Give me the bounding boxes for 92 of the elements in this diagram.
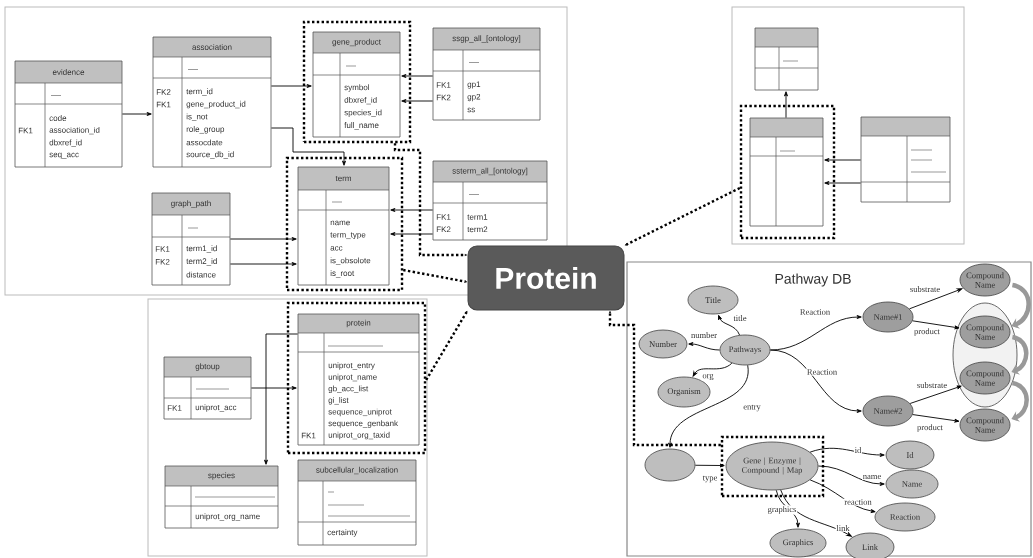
arrow	[401, 74, 434, 78]
database-table: ssterm_all_[ontology] FK1 FK2 term1 term2	[432, 160, 548, 241]
arrow	[780, 489, 852, 537]
arrow	[229, 237, 297, 241]
ellipse-node: Compound Name	[959, 315, 1011, 349]
arrow	[809, 447, 885, 457]
ellipse-node: Gene | Enzyme | Compound | Map	[725, 441, 819, 491]
arrow	[401, 99, 434, 103]
arrow	[390, 232, 434, 236]
highlight-frame	[286, 301, 427, 455]
panel-frame	[147, 298, 428, 557]
arrow	[270, 84, 312, 88]
ellipse-node: Title	[687, 285, 739, 315]
arrow	[688, 342, 721, 351]
ellipse-node: Name#1	[862, 301, 914, 333]
dotted-arrow	[425, 310, 468, 381]
arrow	[264, 333, 299, 465]
database-table	[754, 27, 819, 91]
edge-label: graphics	[766, 505, 798, 515]
edge-label: number	[690, 331, 718, 339]
database-table: ssgp_all_[ontology] FK1 FK2 gp1 gp2 ss	[432, 27, 541, 121]
dotted-arrow	[403, 268, 468, 283]
arrow	[775, 489, 800, 528]
database-table: protein FK1 uniprot_entry uniprot_name gb_acc_list gi_list sequence_uniprot sequence_genbank uniprot_org_taxid	[297, 313, 420, 446]
arrow	[769, 349, 862, 413]
arrow	[912, 320, 960, 330]
database-table: gbtoup FK1 uniprot_acc	[163, 356, 252, 420]
edge-label: name	[862, 474, 882, 480]
arrow	[909, 385, 962, 404]
highlight-frame	[739, 104, 836, 240]
arrow	[668, 364, 749, 448]
dotted-arrow	[624, 186, 741, 246]
ellipse-node	[644, 448, 696, 482]
edge-label: reaction	[843, 498, 873, 506]
protein-box: Protein	[467, 245, 625, 311]
edge-label: substrate	[916, 381, 948, 389]
highlight-frame	[720, 435, 825, 498]
curved-arrow	[1011, 380, 1029, 422]
arrow	[824, 181, 862, 185]
ellipse-node: Compound Name	[959, 408, 1011, 442]
arrow	[809, 479, 876, 513]
panel-frame	[731, 6, 965, 245]
edge-label: substrate	[909, 285, 941, 293]
highlight-frame	[302, 20, 412, 144]
database-table: gene_product symbol dbxref_id species_id full_name	[312, 31, 401, 138]
ellipse-node: Name#2	[862, 395, 914, 427]
arrow	[817, 465, 885, 486]
database-table: association FK2 FK1 term_id gene_product_id is_not role_group assocdate source_db_id	[152, 36, 272, 168]
edge-label: product	[913, 327, 941, 337]
ellipse-node: Pathways	[719, 334, 771, 366]
dotted-arrow	[393, 143, 468, 257]
database-table	[749, 117, 824, 227]
database-table: graph_path FK1 FK2 term1_id term2_id distance	[151, 192, 231, 286]
ellipse-node: Compound Name	[959, 263, 1011, 297]
edge-label: Reaction	[806, 368, 838, 376]
curved-arrow	[1011, 282, 1031, 329]
ellipse-node: Number	[638, 329, 688, 359]
database-table: evidence FK1 code association_id dbxref_id seq_acc	[14, 60, 123, 168]
arrow	[769, 315, 862, 351]
edge-label: Reaction	[799, 308, 831, 316]
curved-arrow	[1011, 334, 1029, 375]
edge-label: org	[701, 373, 715, 381]
dotted-arrow	[608, 310, 721, 447]
arrow	[390, 208, 434, 212]
ellipse-node: Compound Name	[959, 361, 1011, 395]
arrow	[784, 91, 788, 119]
database-table: subcellular_localization certainty	[297, 459, 417, 546]
arrow	[229, 262, 297, 266]
edge-label: type	[701, 474, 719, 484]
database-table	[860, 116, 951, 203]
arrow	[692, 362, 733, 377]
arrow	[121, 112, 152, 116]
database-table: species uniprot_org_name	[164, 465, 279, 529]
edge-label: id	[853, 446, 863, 454]
arrow	[824, 158, 862, 162]
ellipse-node: Name	[885, 469, 939, 499]
ellipse-node: Graphics	[769, 528, 827, 558]
database-table: term name term_type acc is_obsolote is_root	[297, 166, 390, 286]
edge-label: entry	[742, 403, 762, 413]
highlight-frame	[285, 156, 404, 292]
arrow	[718, 314, 740, 336]
arrow	[909, 288, 963, 310]
ellipse-node: Reaction	[874, 502, 936, 532]
arrow	[912, 414, 960, 423]
arrow	[270, 127, 346, 166]
edge-label: product	[916, 423, 944, 433]
edge-label: link	[835, 524, 851, 532]
arrow	[694, 463, 725, 468]
arrow	[250, 386, 297, 390]
ellipse-node: Link	[845, 532, 895, 558]
ellipse-node: Id	[885, 440, 935, 470]
edge-label: title	[732, 314, 748, 322]
